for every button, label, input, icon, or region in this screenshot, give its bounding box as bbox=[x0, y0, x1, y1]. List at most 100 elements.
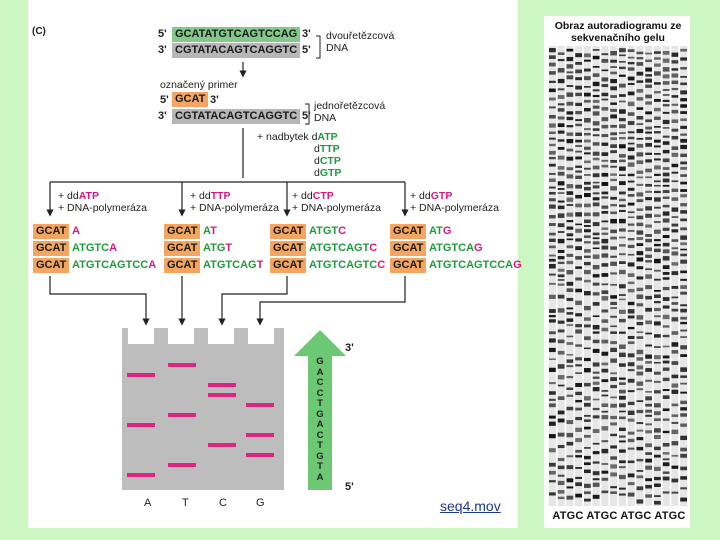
autoradiogram-band bbox=[549, 97, 556, 101]
autoradiogram-band bbox=[566, 359, 574, 363]
autoradiogram-band bbox=[627, 326, 635, 330]
dsdna-bracket bbox=[316, 35, 321, 59]
autoradiogram-band bbox=[627, 438, 635, 443]
autoradiogram-band bbox=[557, 223, 565, 228]
autoradiogram-band bbox=[627, 112, 635, 116]
autoradiogram-band bbox=[575, 92, 582, 97]
autoradiogram-band bbox=[662, 196, 670, 199]
autoradiogram-band bbox=[636, 331, 644, 333]
autoradiogram-band bbox=[662, 418, 670, 421]
autoradiogram-band bbox=[645, 285, 652, 290]
autoradiogram-band bbox=[680, 235, 687, 240]
autoradiogram-band bbox=[671, 239, 679, 242]
autoradiogram-band bbox=[610, 472, 617, 477]
autoradiogram-band bbox=[680, 242, 687, 246]
autoradiogram-band bbox=[557, 375, 565, 380]
panel-letter: (C) bbox=[32, 26, 46, 37]
autoradiogram-band bbox=[662, 218, 670, 223]
autoradiogram-band bbox=[671, 350, 679, 354]
autoradiogram-band bbox=[557, 261, 565, 265]
autoradiogram-band bbox=[575, 85, 582, 90]
autoradiogram-band bbox=[671, 229, 679, 233]
autoradiogram-band bbox=[645, 131, 652, 134]
autoradiogram-band bbox=[662, 277, 670, 280]
autoradiogram-band bbox=[584, 336, 591, 341]
gel-band-g-8 bbox=[246, 403, 274, 407]
autoradiogram-band bbox=[592, 381, 600, 385]
autoradiogram-band bbox=[592, 324, 600, 330]
autoradiogram-band bbox=[645, 379, 652, 382]
arrow-a-to-gel bbox=[49, 276, 150, 326]
autoradiogram-band bbox=[584, 76, 591, 81]
autoradiogram-band bbox=[566, 139, 574, 144]
autoradiogram-band bbox=[549, 48, 556, 53]
autoradiogram-image bbox=[548, 46, 688, 506]
autoradiogram-band bbox=[557, 78, 565, 84]
autoradiogram-band bbox=[592, 415, 600, 419]
autoradiogram-band bbox=[662, 458, 670, 461]
autoradiogram-band bbox=[610, 86, 617, 91]
strand1-5prime: 5' bbox=[158, 28, 167, 40]
autoradiogram-band bbox=[549, 131, 556, 135]
primer-label: označený primer bbox=[160, 79, 238, 91]
autoradiogram-band bbox=[662, 325, 670, 328]
autoradiogram-band bbox=[636, 243, 644, 247]
movie-link[interactable]: seq4.mov bbox=[440, 498, 501, 514]
autoradiogram-band bbox=[619, 118, 626, 122]
autoradiogram-band bbox=[654, 278, 661, 281]
autoradiogram-band bbox=[654, 153, 661, 155]
autoradiogram-band bbox=[627, 49, 635, 52]
autoradiogram-band bbox=[592, 254, 600, 259]
autoradiogram-band bbox=[549, 238, 556, 242]
autoradiogram-band bbox=[662, 452, 670, 455]
autoradiogram-band bbox=[619, 487, 626, 490]
autoradiogram-band bbox=[557, 410, 565, 415]
read-letter: G bbox=[316, 356, 324, 367]
product-primer: GCAT bbox=[164, 224, 201, 239]
autoradiogram-band bbox=[592, 55, 600, 60]
autoradiogram-band bbox=[584, 225, 591, 227]
dsdna-label-2: DNA bbox=[326, 42, 349, 54]
reaction-g-polymerase: + DNA-polymeráza bbox=[410, 202, 499, 214]
autoradiogram-band bbox=[680, 466, 687, 471]
autoradiogram-band bbox=[645, 74, 652, 77]
autoradiogram-lane bbox=[618, 46, 626, 506]
autoradiogram-band bbox=[549, 163, 556, 167]
autoradiogram-band bbox=[671, 383, 679, 388]
autoradiogram-band bbox=[549, 245, 556, 249]
autoradiogram-band bbox=[549, 403, 556, 408]
autoradiogram-band bbox=[680, 194, 687, 198]
autoradiogram-band bbox=[584, 324, 591, 328]
strand2-sequence: CGTATACAGTCAGGTC bbox=[172, 43, 301, 58]
autoradiogram-band bbox=[654, 239, 661, 242]
autoradiogram-band bbox=[645, 391, 652, 393]
autoradiogram-band bbox=[575, 324, 582, 328]
autoradiogram-band bbox=[680, 161, 687, 165]
autoradiogram-band bbox=[627, 91, 635, 96]
autoradiogram-band bbox=[557, 432, 565, 437]
autoradiogram-band bbox=[662, 286, 670, 291]
autoradiogram-band bbox=[549, 204, 556, 209]
autoradiogram-band bbox=[654, 173, 661, 176]
template-5prime: 5' bbox=[302, 110, 311, 122]
autoradiogram-band bbox=[601, 379, 609, 383]
product-primer: GCAT bbox=[164, 241, 201, 256]
autoradiogram-band bbox=[584, 426, 591, 430]
autoradiogram-band bbox=[654, 371, 661, 375]
autoradiogram-band bbox=[584, 291, 591, 296]
autoradiogram-band bbox=[601, 191, 609, 195]
autoradiogram-band bbox=[627, 136, 635, 140]
autoradiogram-band bbox=[636, 287, 644, 292]
autoradiogram-band bbox=[654, 355, 661, 360]
autoradiogram-band bbox=[671, 389, 679, 394]
autoradiogram-band bbox=[654, 269, 661, 272]
autoradiogram-band bbox=[584, 249, 591, 253]
autoradiogram-band bbox=[654, 131, 661, 134]
autoradiogram-band bbox=[549, 448, 556, 453]
autoradiogram-band bbox=[575, 194, 582, 199]
gel-band-t-2 bbox=[168, 463, 196, 467]
autoradiogram-band bbox=[592, 173, 600, 178]
autoradiogram-band bbox=[680, 285, 687, 289]
autoradiogram-band bbox=[636, 499, 644, 504]
autoradiogram-band bbox=[584, 419, 591, 422]
